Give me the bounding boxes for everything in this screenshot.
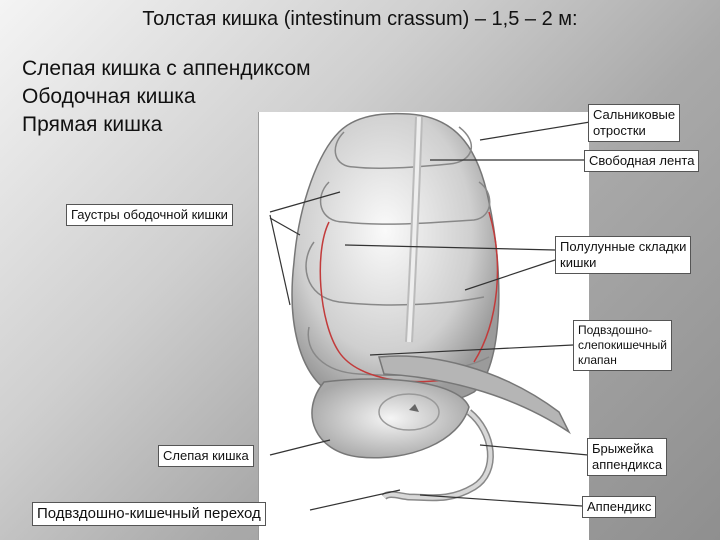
list-item-colon: Ободочная кишка	[22, 85, 196, 108]
anatomy-illustration	[258, 112, 589, 540]
label-mesoappendix: Брыжейка аппендикса	[587, 438, 668, 476]
list-item-cecum: Слепая кишка с аппендиксом	[22, 57, 311, 80]
label-cecum: Слепая кишка	[158, 445, 254, 467]
label-mesoappendix-text: Брыжейка аппендикса	[592, 441, 663, 472]
list-item-rectum: Прямая кишка	[22, 113, 163, 136]
label-omental-appendages: Сальниковые отростки	[588, 104, 681, 142]
label-ileocecal-valve: Подвздошно- слепокишечный клапан	[573, 320, 672, 371]
label-appendix: Аппендикс	[582, 496, 657, 518]
parts-list: Слепая кишка с аппендиксом Ободочная киш…	[22, 55, 311, 139]
slide-title: Толстая кишка (intestinum crassum) – 1,5…	[142, 8, 578, 30]
label-semilunar-folds: Полулунные складки кишки	[555, 236, 692, 274]
label-haustra: Гаустры ободочной кишки	[66, 204, 233, 226]
label-ileocecal-junction: Подвздошно-кишечный переход	[32, 502, 266, 526]
label-free-band: Свободная лента	[584, 150, 700, 172]
label-omental-text: Сальниковые отростки	[593, 107, 676, 138]
label-ileocecal-valve-text: Подвздошно- слепокишечный клапан	[578, 323, 667, 367]
label-semilunar-text: Полулунные складки кишки	[560, 239, 687, 270]
